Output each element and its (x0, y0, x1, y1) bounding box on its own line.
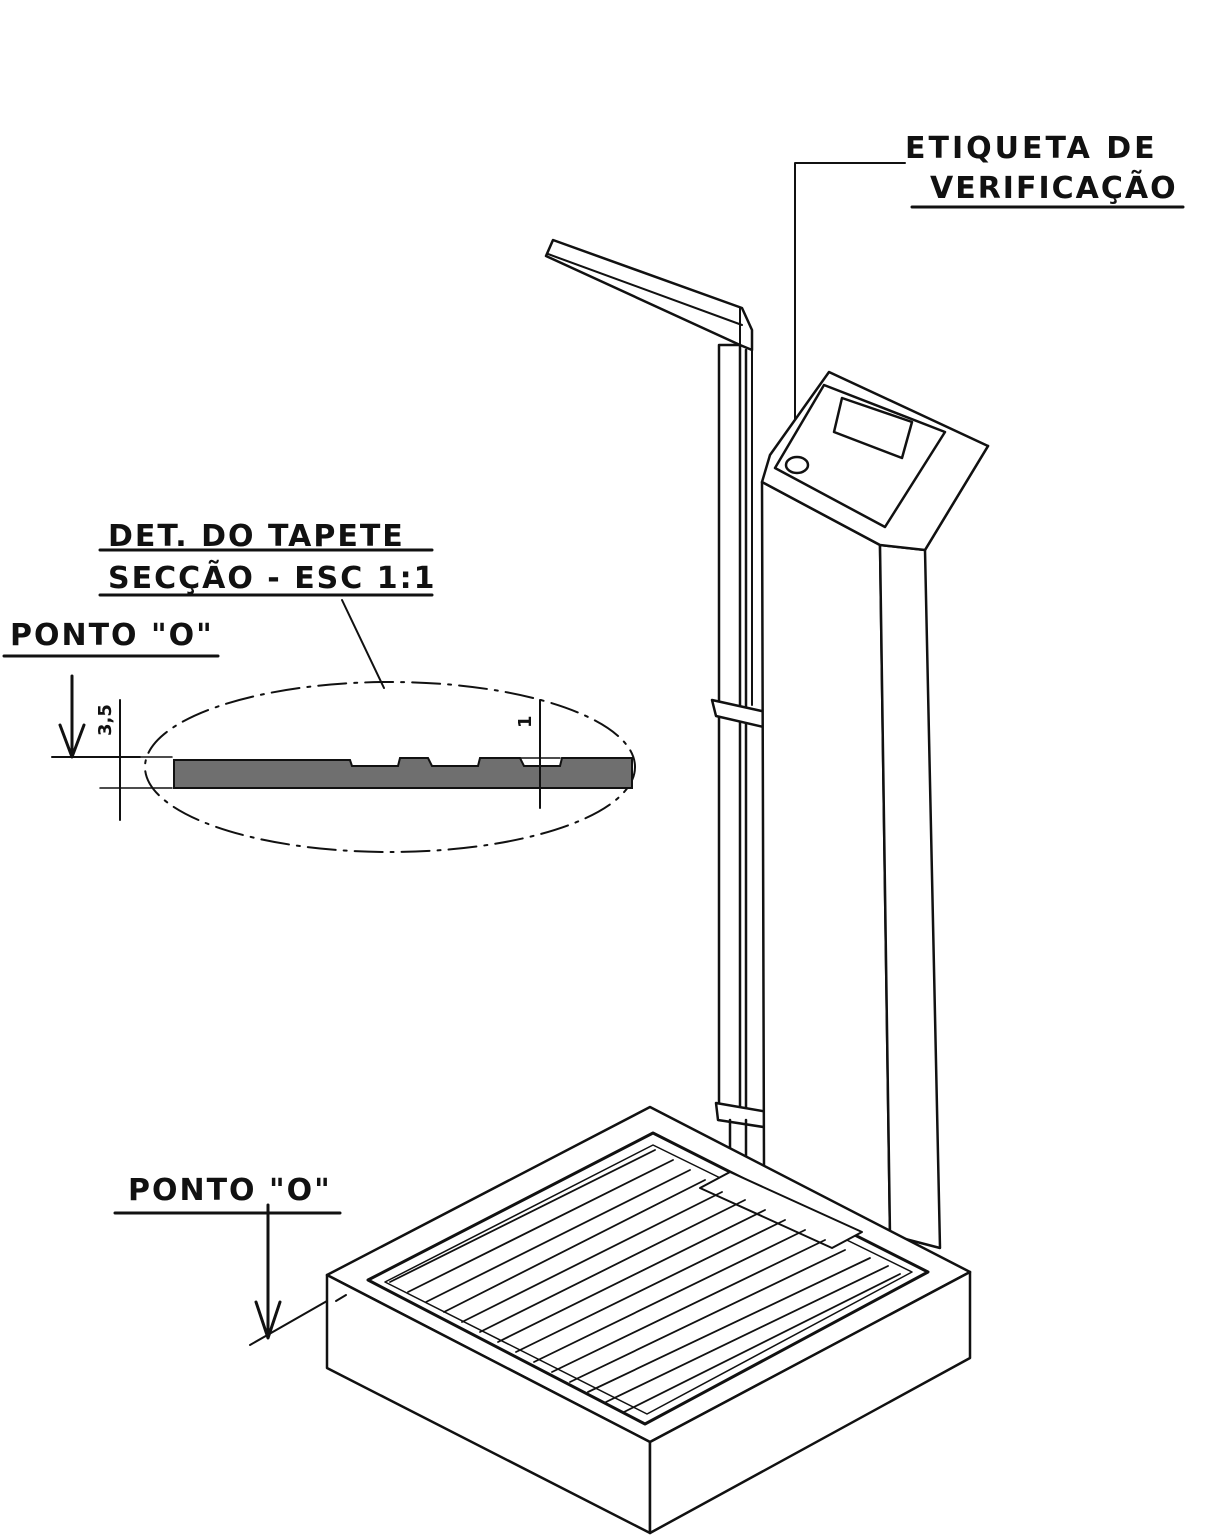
detail-label-line2: SECÇÃO - ESC 1:1 (108, 559, 437, 596)
mat-stripe (461, 1191, 723, 1323)
mat-stripe (425, 1169, 691, 1303)
dim-groove-value: 1 (515, 715, 536, 728)
mat-stripe (533, 1229, 806, 1363)
etiqueta-label-line2: VERIFICAÇÃO (930, 169, 1178, 206)
ponto-detail-label: PONTO "O" (10, 618, 214, 653)
detail-leader-line (341, 599, 385, 689)
mat-stripe (605, 1265, 889, 1403)
mat-outline (366, 1131, 930, 1426)
mat-stripe (551, 1239, 826, 1373)
platform-right-face (648, 1270, 972, 1535)
headpiece-arm-edge (547, 253, 743, 326)
mat-section-detail: 3,5 1 (95, 681, 636, 853)
mat-stripe (623, 1273, 901, 1413)
etiqueta-leader-line (794, 162, 906, 463)
detail-label-group: DET. DO TAPETE SECÇÃO - ESC 1:1 (98, 519, 437, 689)
detail-callout-ellipse (144, 681, 636, 853)
mat-stripe (389, 1149, 656, 1283)
detail-label-line1: DET. DO TAPETE (108, 519, 405, 554)
mat-inner-outline (384, 1144, 913, 1415)
column-front-face (760, 480, 892, 1237)
mat-stripe (443, 1179, 706, 1313)
ponto-base-mark (335, 1294, 347, 1302)
etiqueta-label-group: ETIQUETA DE VERIFICAÇÃO (794, 131, 1185, 463)
ponto-base-label: PONTO "O" (128, 1173, 332, 1208)
rod-tube-front (717, 343, 742, 1122)
dim-height-value: 3,5 (95, 704, 116, 736)
etiqueta-label-line1: ETIQUETA DE (905, 131, 1158, 166)
mat-stripe (569, 1249, 846, 1383)
mat-rear-plate (699, 1171, 863, 1249)
ponto-base-reference-line (249, 1296, 335, 1346)
verification-label-icon (784, 455, 810, 475)
headpiece-arm (544, 238, 754, 352)
column-assembly (760, 370, 990, 1250)
arrow-down-icon (254, 1300, 282, 1340)
display-screen (832, 396, 914, 460)
rod-bracket-lower (714, 1101, 772, 1130)
mat-stripes (389, 1149, 901, 1413)
platform-base (325, 1105, 972, 1535)
height-rod-assembly (544, 238, 772, 1172)
ponto-detail-group: PONTO "O" (2, 618, 220, 759)
mat-stripe (479, 1199, 746, 1333)
column-side-face (878, 543, 942, 1250)
mat-stripe (587, 1257, 871, 1393)
ponto-base-group: PONTO "O" (113, 1173, 342, 1346)
mat-stripe (407, 1159, 674, 1293)
mat-stripe (497, 1209, 766, 1343)
mat-section-profile (173, 757, 633, 789)
mat-stripe (515, 1219, 786, 1353)
